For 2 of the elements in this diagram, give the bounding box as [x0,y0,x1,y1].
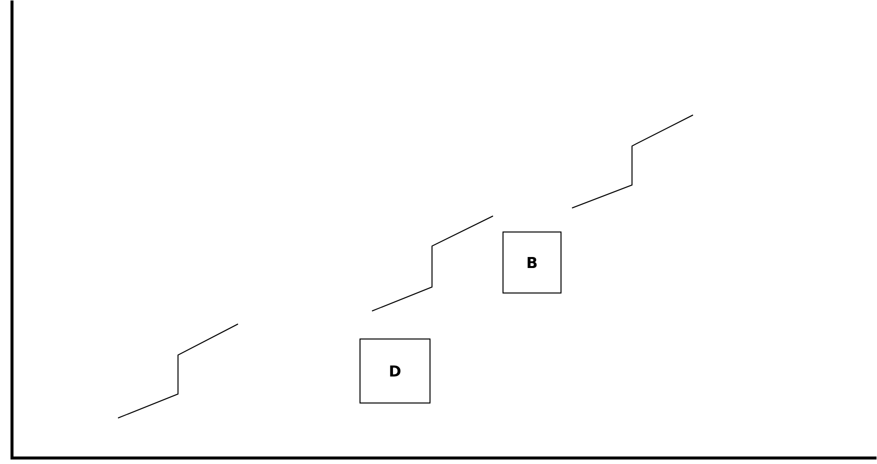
letter-box: B [502,232,562,294]
letter-box: D [360,338,430,404]
